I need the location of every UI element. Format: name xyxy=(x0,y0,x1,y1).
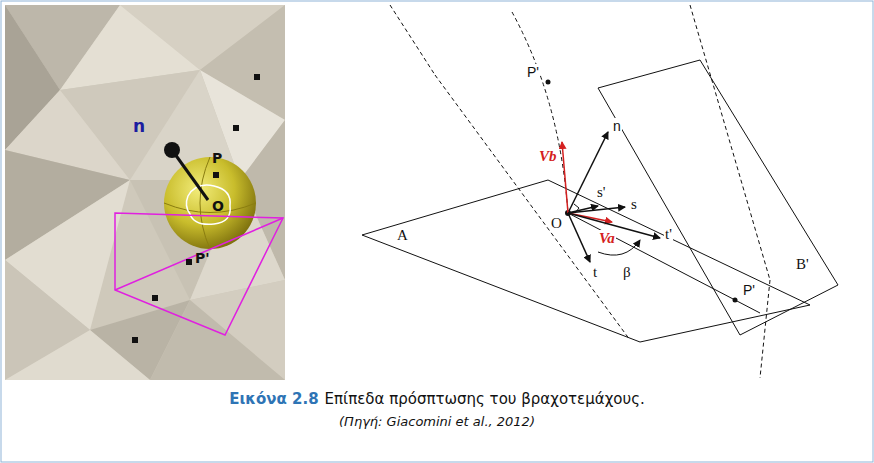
svg-polygon xyxy=(5,330,150,380)
plane-b-prime xyxy=(598,60,838,335)
figure-caption: Επίπεδα πρόσπτωσης του βραχοτεμάχους. xyxy=(325,390,645,408)
vector-label: Va xyxy=(598,230,616,247)
svg-line xyxy=(690,5,770,280)
points-right xyxy=(546,80,738,303)
vector-label: s' xyxy=(596,184,607,201)
vector-label: t' xyxy=(664,226,673,243)
angle-label: β xyxy=(622,264,632,281)
svg-line xyxy=(760,280,770,378)
svg-path xyxy=(186,185,230,224)
svg-polygon xyxy=(115,213,283,335)
svg-polygon xyxy=(598,60,838,335)
svg-rect xyxy=(5,5,285,380)
svg-circle xyxy=(733,298,738,303)
caption-row: Εικόνα 2.8 Επίπεδα πρόσπτωσης του βραχοτε… xyxy=(0,389,874,409)
svg-line xyxy=(568,213,760,313)
svg-rect xyxy=(132,337,138,343)
vector-label: s xyxy=(630,196,638,213)
svg-line xyxy=(568,206,598,213)
svg-polygon xyxy=(362,180,810,342)
svg-line xyxy=(568,132,608,213)
source-note: (Πηγή: Giacomini et al., 2012) xyxy=(339,414,535,429)
svg-line xyxy=(568,213,590,262)
vectors xyxy=(562,132,660,262)
svg-rect xyxy=(186,259,192,265)
surface-points xyxy=(132,74,260,343)
normal-vector-left xyxy=(164,142,208,200)
svg-rect xyxy=(233,125,239,131)
vector-label: t xyxy=(592,264,598,281)
vector-label: n xyxy=(133,118,145,135)
plane-label: B' xyxy=(795,256,810,273)
point-label: O xyxy=(212,198,224,215)
point-label: O xyxy=(550,215,563,232)
point-label: P xyxy=(212,150,222,167)
source-row: (Πηγή: Giacomini et al., 2012) xyxy=(0,412,874,431)
svg-line xyxy=(568,207,625,213)
svg-line xyxy=(390,5,435,75)
vector-label: Vb xyxy=(538,148,558,165)
point-label: P' xyxy=(195,250,210,267)
point-label: P' xyxy=(526,64,540,81)
plane-a xyxy=(362,180,810,342)
svg-path xyxy=(574,204,579,213)
rock-surface-facets xyxy=(5,5,285,380)
dashed-plane-b xyxy=(390,5,770,378)
svg-line xyxy=(562,142,568,213)
figure-number: Εικόνα 2.8 xyxy=(229,390,318,408)
svg-path xyxy=(164,203,256,213)
trajectory-line xyxy=(568,213,760,313)
svg-line xyxy=(115,218,283,290)
plane-label: A xyxy=(396,227,409,244)
svg-rect xyxy=(254,74,260,80)
vector-label: n xyxy=(612,118,622,135)
svg-line xyxy=(172,150,208,200)
svg-rect xyxy=(213,172,219,178)
svg-path xyxy=(200,157,210,249)
svg-circle xyxy=(546,80,551,85)
svg-rect xyxy=(152,295,158,301)
contact-plane-outline xyxy=(115,213,283,335)
svg-circle xyxy=(164,142,180,158)
point-label: P' xyxy=(742,282,756,299)
